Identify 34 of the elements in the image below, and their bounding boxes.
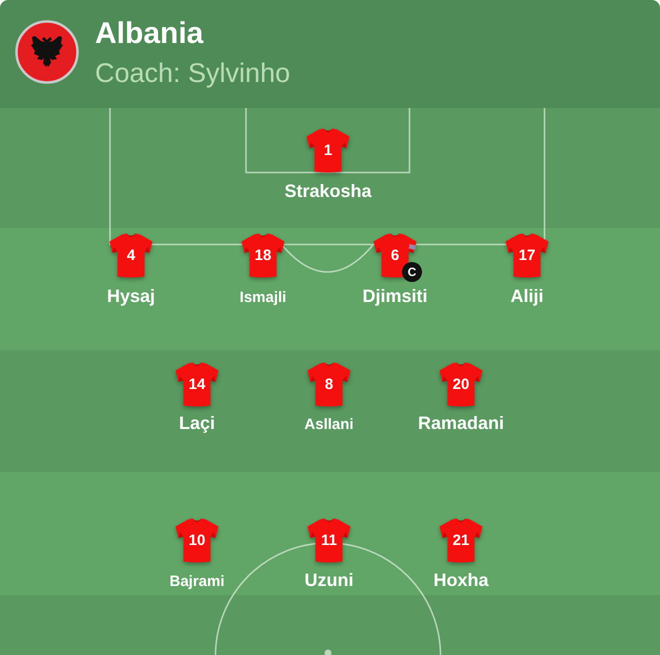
shirt-number: 4 bbox=[126, 247, 136, 264]
player-name: Laçi bbox=[178, 412, 216, 434]
shirt-number: 1 bbox=[324, 142, 332, 159]
shirt-number: 21 bbox=[452, 532, 470, 549]
football-shirt bbox=[438, 518, 484, 563]
player-name: Aliji bbox=[510, 286, 544, 307]
football-shirt bbox=[240, 233, 286, 278]
shirt-number: 8 bbox=[324, 376, 334, 393]
shirt-number: 6 bbox=[390, 247, 400, 264]
player-name: Uzuni bbox=[304, 570, 354, 591]
football-shirt bbox=[174, 518, 220, 563]
player-name: Hoxha bbox=[434, 570, 488, 591]
shirt-number: 14 bbox=[188, 376, 206, 393]
shirt-number: 11 bbox=[321, 532, 337, 549]
football-shirt bbox=[305, 128, 351, 173]
player-name: Strakosha bbox=[284, 180, 372, 202]
football-shirt bbox=[504, 233, 550, 278]
team-name: Albania bbox=[95, 17, 204, 50]
player-name: Ramadani bbox=[418, 412, 504, 434]
player-name: Bajrami bbox=[169, 572, 225, 590]
player-name: Ismajli bbox=[240, 288, 286, 306]
shirt-number: 10 bbox=[188, 532, 206, 549]
player-name: Hysaj bbox=[106, 286, 156, 307]
football-shirt bbox=[174, 362, 220, 407]
shirt-number: 18 bbox=[254, 247, 272, 264]
football-shirt bbox=[438, 362, 484, 407]
player-name: Asllani bbox=[304, 416, 354, 433]
football-shirt bbox=[306, 518, 352, 563]
shirt-number: 17 bbox=[518, 247, 536, 264]
player-name: Djimsiti bbox=[362, 286, 428, 307]
football-shirt bbox=[108, 233, 154, 278]
coach-name: Coach: Sylvinho bbox=[95, 58, 290, 88]
football-shirt bbox=[306, 362, 352, 407]
shirt-number: 20 bbox=[452, 376, 470, 393]
